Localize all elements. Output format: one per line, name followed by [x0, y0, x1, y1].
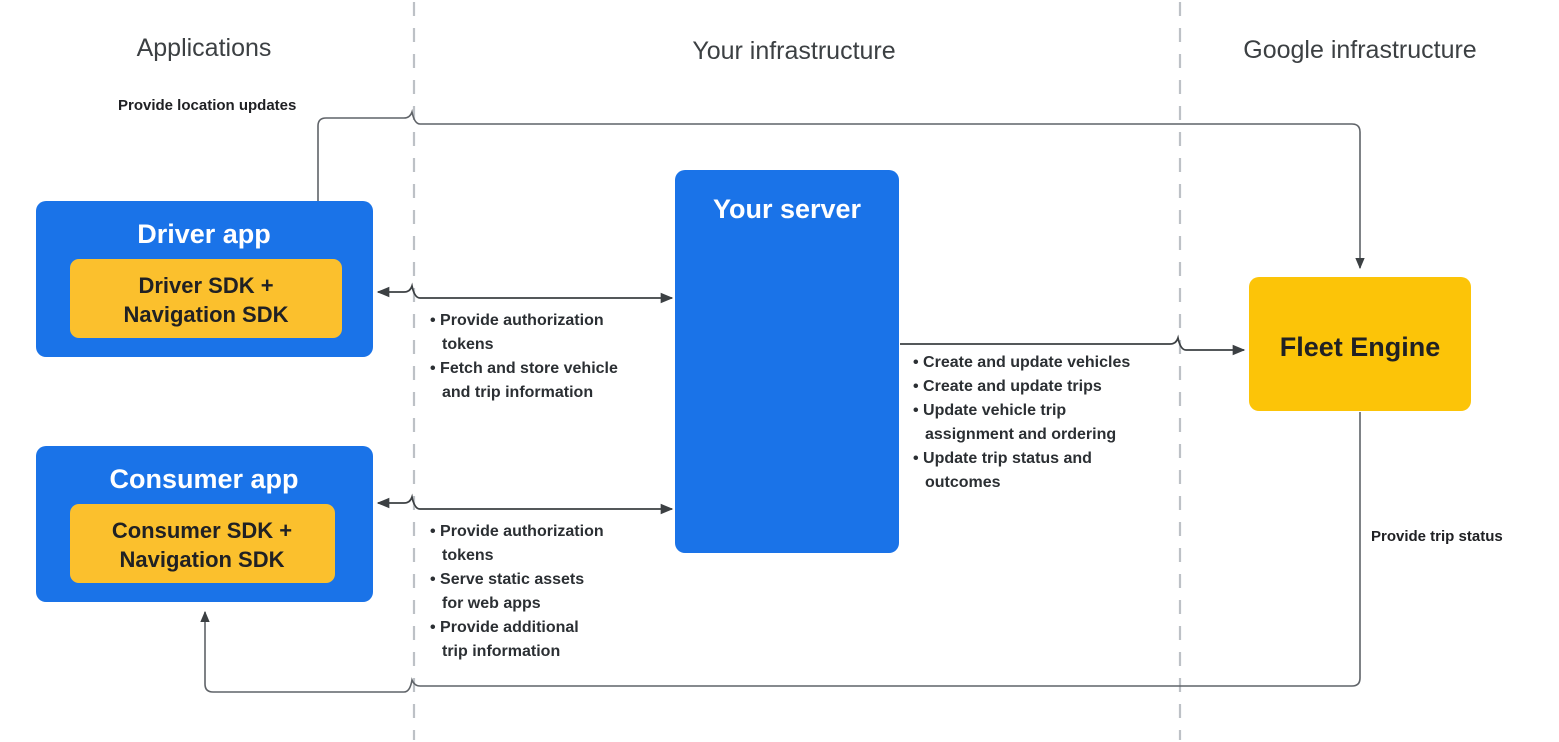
bullet-consumer-server-item-0-line-1: tokens [442, 547, 494, 564]
bullet-consumer-server-item-1-line-0: • Serve static assets [430, 571, 584, 588]
node-driver-app[interactable]: Driver app Driver SDK + Navigation SDK [36, 201, 373, 357]
bullet-consumer-server-item-0-line-0: • Provide authorization [430, 523, 604, 540]
fleet-engine-box[interactable] [1249, 277, 1471, 411]
connector-server-engine [900, 334, 1246, 356]
driver-app-title: Driver app [137, 219, 271, 249]
fleet-engine-title: Fleet Engine [1280, 332, 1441, 362]
connector-trip-status [200, 412, 1361, 693]
server-engine-path [900, 334, 1246, 356]
bullet-driver-server-item-1-line-1: and trip information [442, 384, 593, 401]
consumer-sdk-box[interactable] [70, 504, 335, 583]
bullets-driver-server: • Provide authorization tokens • Fetch and… [430, 312, 618, 401]
consumer-server-path [376, 493, 674, 515]
bullet-server-engine-item-3-line-1: outcomes [925, 474, 1001, 491]
trip-status-path [200, 412, 1361, 693]
zone-title-your-infrastructure: Your infrastructure [692, 37, 895, 65]
bullet-server-engine-item-2-line-1: assignment and ordering [925, 426, 1116, 443]
your-server-title: Your server [713, 194, 862, 224]
bullet-server-engine-item-0-line-0: • Create and update vehicles [913, 354, 1130, 371]
zone-titles: Applications Your infrastructure Google … [137, 34, 1477, 65]
bullet-server-engine-item-2-line-0: • Update vehicle trip [913, 402, 1066, 419]
driver-sdk-label-line1: Driver SDK + [138, 273, 273, 298]
bullet-server-engine-item-1-line-0: • Create and update trips [913, 378, 1102, 395]
driver-server-path [376, 282, 674, 304]
zone-title-google-infrastructure: Google infrastructure [1243, 36, 1476, 64]
node-fleet-engine[interactable]: Fleet Engine [1249, 277, 1471, 411]
driver-sdk-label-line2: Navigation SDK [123, 302, 288, 327]
bullet-server-engine-item-3-line-0: • Update trip status and [913, 450, 1092, 467]
location-updates-path [317, 108, 1365, 290]
bullets-consumer-server: • Provide authorization tokens • Serve sta… [430, 523, 604, 660]
bullet-driver-server-item-1-line-0: • Fetch and store vehicle [430, 360, 618, 377]
zone-title-applications: Applications [137, 34, 272, 62]
consumer-app-title: Consumer app [109, 464, 298, 494]
node-your-server[interactable]: Your server [675, 170, 899, 553]
bullet-consumer-server-item-2-line-1: trip information [442, 643, 560, 660]
label-provide-trip-status: Provide trip status [1371, 528, 1503, 545]
connector-consumer-server [376, 493, 674, 515]
bullet-consumer-server-item-1-line-1: for web apps [442, 595, 541, 612]
driver-sdk-box[interactable] [70, 259, 342, 338]
connector-location-updates [317, 108, 1365, 290]
bullets-server-engine: • Create and update vehicles • Create and… [913, 354, 1130, 491]
consumer-sdk-label-line2: Navigation SDK [119, 547, 284, 572]
bullet-driver-server-item-0-line-1: tokens [442, 336, 494, 353]
label-provide-location-updates: Provide location updates [118, 97, 296, 114]
connector-driver-server [376, 282, 674, 304]
bullet-driver-server-item-0-line-0: • Provide authorization [430, 312, 604, 329]
zone-dividers [412, 2, 1182, 740]
node-consumer-app[interactable]: Consumer app Consumer SDK + Navigation S… [36, 446, 373, 602]
your-server-box[interactable] [675, 170, 899, 553]
bullet-consumer-server-item-2-line-0: • Provide additional [430, 619, 579, 636]
consumer-sdk-label-line1: Consumer SDK + [112, 518, 292, 543]
